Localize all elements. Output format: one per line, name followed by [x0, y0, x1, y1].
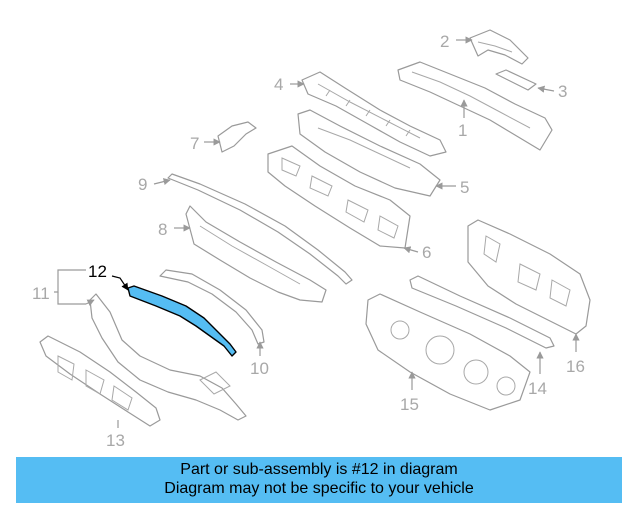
part-16-insulator — [467, 219, 591, 335]
label-13: 13 — [106, 431, 125, 450]
part-11-panel-assembly — [89, 293, 247, 421]
info-banner: Part or sub-assembly is #12 in diagram D… — [16, 457, 622, 503]
part-15-dash-panel — [365, 293, 531, 411]
part-12-highlighted — [127, 285, 237, 357]
label-7: 7 — [190, 134, 199, 153]
label-10: 10 — [250, 359, 269, 378]
label-5: 5 — [460, 178, 469, 197]
label-1: 1 — [458, 121, 467, 140]
label-11: 11 — [32, 284, 50, 303]
part-14-strip — [409, 275, 555, 349]
label-2: 2 — [440, 32, 449, 51]
label-8: 8 — [158, 220, 167, 239]
part-7-bracket — [217, 121, 257, 153]
label-15: 15 — [400, 395, 419, 414]
label-6: 6 — [422, 243, 431, 262]
part-1-cowl-panel — [397, 61, 553, 151]
part-4-upper-cowl — [301, 71, 447, 157]
banner-line-1: Part or sub-assembly is #12 in diagram — [180, 461, 458, 478]
part-8-cowl-panel — [185, 205, 327, 303]
part-13-bracket — [39, 335, 161, 427]
part-10-strip — [159, 269, 265, 345]
label-3: 3 — [558, 82, 567, 101]
banner-line-2: Diagram may not be specific to your vehi… — [164, 480, 474, 497]
label-12: 12 — [88, 262, 107, 281]
part-3-plate — [495, 69, 537, 91]
leader-lines — [54, 36, 580, 428]
part-2-bracket — [469, 29, 529, 65]
parts-diagram: 2 3 1 4 5 6 7 9 8 10 11 12 13 14 15 16 — [32, 29, 591, 450]
part-9-strip — [167, 173, 353, 285]
label-4: 4 — [274, 75, 283, 94]
label-16: 16 — [566, 357, 585, 376]
part-6-dash-upper — [267, 145, 411, 249]
part-5-cowl-panel — [297, 109, 441, 197]
label-14: 14 — [528, 379, 547, 398]
label-9: 9 — [138, 175, 147, 194]
part-labels: 2 3 1 4 5 6 7 9 8 10 11 12 13 14 15 16 — [32, 32, 585, 450]
